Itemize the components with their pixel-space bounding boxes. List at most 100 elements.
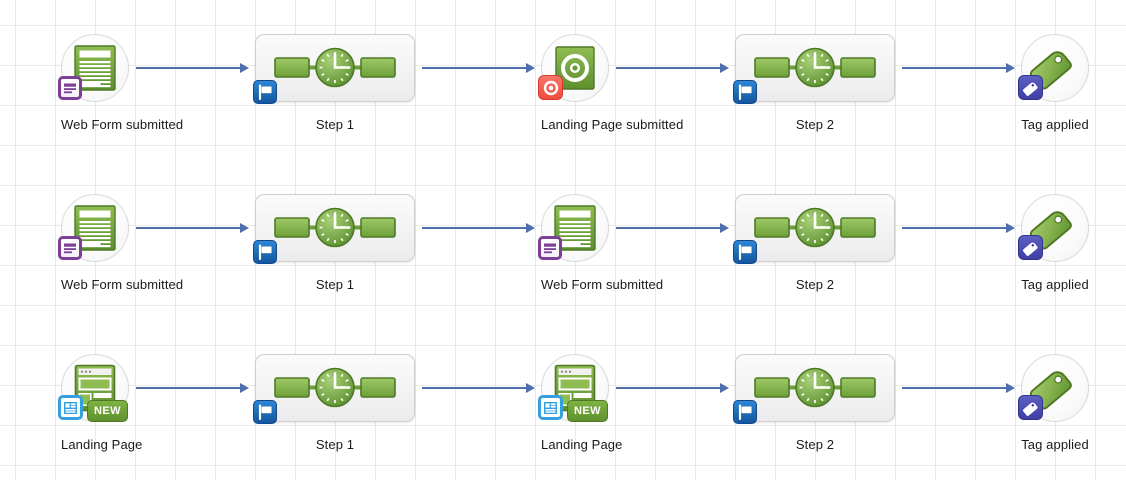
step-node[interactable]: Step 2 xyxy=(733,194,895,292)
node-label: Tag applied xyxy=(1021,277,1089,292)
connector-shaft xyxy=(616,387,720,389)
target-badge-icon xyxy=(538,75,563,100)
step-node-box[interactable] xyxy=(735,34,895,102)
connector-shaft xyxy=(136,67,240,69)
node-label: Step 1 xyxy=(315,277,355,292)
node-label: Step 2 xyxy=(795,277,835,292)
node-label: Web Form submitted xyxy=(541,277,664,292)
step-node[interactable]: Step 1 xyxy=(253,194,415,292)
node-label: Step 1 xyxy=(315,117,355,132)
new-ribbon-badge: NEW xyxy=(87,400,128,422)
tag-badge-icon xyxy=(1018,235,1043,260)
node-label: Tag applied xyxy=(1021,117,1089,132)
arrow-head-icon xyxy=(720,223,729,233)
timer-step-icon xyxy=(256,35,414,101)
arrow-head-icon xyxy=(1006,223,1015,233)
connector-arrow[interactable] xyxy=(902,63,1015,73)
connector-shaft xyxy=(616,67,720,69)
event-node[interactable]: Tag applied xyxy=(1018,34,1089,132)
connector-shaft xyxy=(422,227,526,229)
connector-arrow[interactable] xyxy=(422,383,535,393)
connector-shaft xyxy=(902,387,1006,389)
step-node[interactable]: Step 1 xyxy=(253,354,415,452)
node-label: Web Form submitted xyxy=(61,277,184,292)
flag-badge-icon xyxy=(733,240,757,264)
timer-step-icon xyxy=(736,355,894,421)
timer-step-icon xyxy=(736,35,894,101)
web-form-badge-icon xyxy=(58,76,82,100)
connector-arrow[interactable] xyxy=(136,223,249,233)
connector-shaft xyxy=(616,227,720,229)
step-node[interactable]: Step 2 xyxy=(733,354,895,452)
arrow-head-icon xyxy=(720,63,729,73)
connector-shaft xyxy=(902,227,1006,229)
event-node[interactable]: NEW Landing Page xyxy=(58,354,142,452)
node-label: Web Form submitted xyxy=(61,117,184,132)
arrow-head-icon xyxy=(240,223,249,233)
connector-arrow[interactable] xyxy=(136,63,249,73)
arrow-head-icon xyxy=(720,383,729,393)
connector-shaft xyxy=(136,227,240,229)
landing-page-submitted-icon xyxy=(542,35,608,101)
node-label: Step 1 xyxy=(315,437,355,452)
node-label: Landing Page xyxy=(61,437,143,452)
event-node[interactable]: Tag applied xyxy=(1018,194,1089,292)
web-form-icon xyxy=(62,35,128,101)
arrow-head-icon xyxy=(526,63,535,73)
step-node-box[interactable] xyxy=(255,354,415,422)
new-ribbon-badge: NEW xyxy=(567,400,608,422)
node-label: Step 2 xyxy=(795,117,835,132)
step-node[interactable]: Step 1 xyxy=(253,34,415,132)
connector-arrow[interactable] xyxy=(616,63,729,73)
event-node[interactable]: Tag applied xyxy=(1018,354,1089,452)
step-node[interactable]: Step 2 xyxy=(733,34,895,132)
connector-arrow[interactable] xyxy=(616,383,729,393)
step-node-box[interactable] xyxy=(255,194,415,262)
arrow-head-icon xyxy=(526,223,535,233)
arrow-head-icon xyxy=(240,383,249,393)
connector-arrow[interactable] xyxy=(422,223,535,233)
arrow-head-icon xyxy=(240,63,249,73)
landing-page-badge-icon xyxy=(538,395,563,420)
timer-step-icon xyxy=(256,195,414,261)
connector-shaft xyxy=(422,67,526,69)
node-label: Step 2 xyxy=(795,437,835,452)
web-form-badge-icon xyxy=(58,236,82,260)
arrow-head-icon xyxy=(1006,63,1015,73)
flag-badge-icon xyxy=(733,80,757,104)
event-node[interactable]: Landing Page submitted xyxy=(538,34,683,132)
landing-page-icon xyxy=(62,355,128,421)
connector-arrow[interactable] xyxy=(616,223,729,233)
connector-shaft xyxy=(422,387,526,389)
web-form-icon xyxy=(542,195,608,261)
timer-step-icon xyxy=(736,195,894,261)
connector-shaft xyxy=(136,387,240,389)
node-label: Landing Page xyxy=(541,437,623,452)
arrow-head-icon xyxy=(1006,383,1015,393)
connector-arrow[interactable] xyxy=(902,383,1015,393)
node-label: Landing Page submitted xyxy=(541,117,684,132)
event-node[interactable]: Web Form submitted xyxy=(58,34,183,132)
step-node-box[interactable] xyxy=(735,354,895,422)
connector-arrow[interactable] xyxy=(136,383,249,393)
connector-arrow[interactable] xyxy=(902,223,1015,233)
event-node[interactable]: Web Form submitted xyxy=(538,194,663,292)
web-form-icon xyxy=(62,195,128,261)
timer-step-icon xyxy=(256,355,414,421)
step-node-box[interactable] xyxy=(735,194,895,262)
event-node[interactable]: NEW Landing Page xyxy=(538,354,622,452)
tag-badge-icon xyxy=(1018,395,1043,420)
flag-badge-icon xyxy=(253,400,277,424)
connector-shaft xyxy=(902,67,1006,69)
flag-badge-icon xyxy=(253,240,277,264)
flag-badge-icon xyxy=(253,80,277,104)
tag-badge-icon xyxy=(1018,75,1043,100)
event-node[interactable]: Web Form submitted xyxy=(58,194,183,292)
arrow-head-icon xyxy=(526,383,535,393)
step-node-box[interactable] xyxy=(255,34,415,102)
landing-page-badge-icon xyxy=(58,395,83,420)
flag-badge-icon xyxy=(733,400,757,424)
connector-arrow[interactable] xyxy=(422,63,535,73)
node-label: Tag applied xyxy=(1021,437,1089,452)
